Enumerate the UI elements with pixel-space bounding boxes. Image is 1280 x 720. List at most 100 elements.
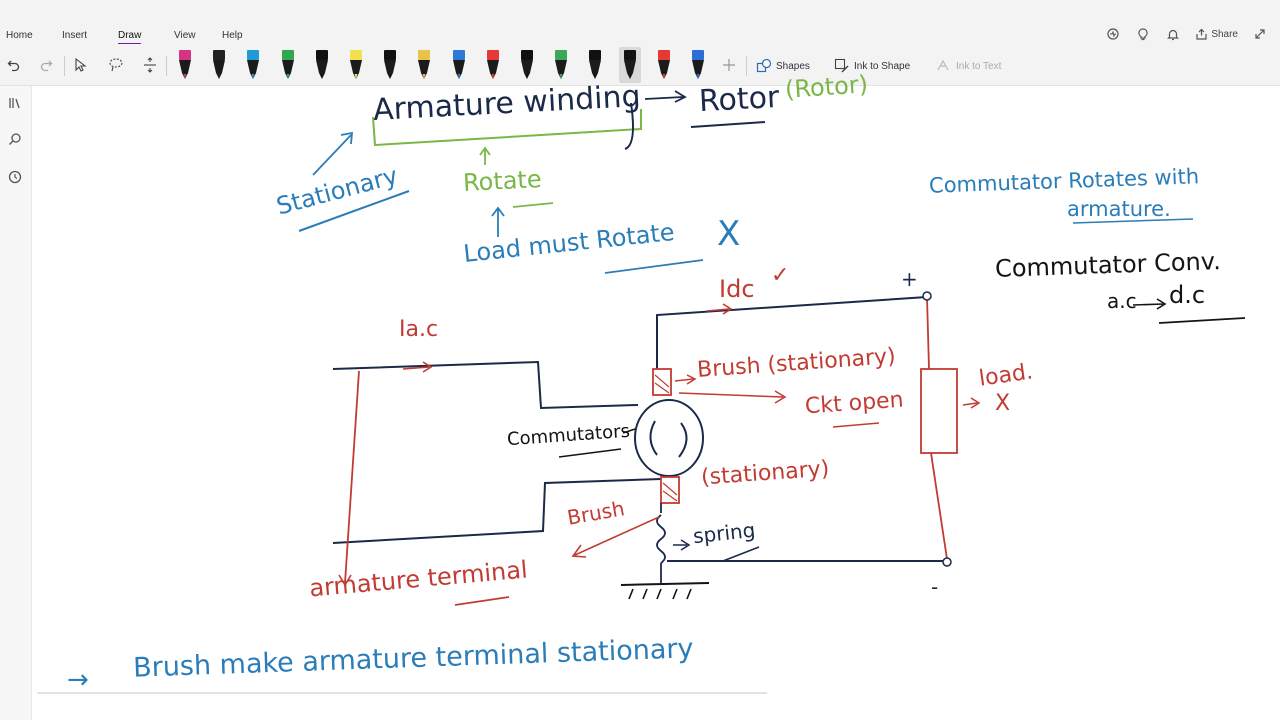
pen-icon [281, 50, 294, 79]
plus-icon [723, 59, 735, 71]
search-icon [9, 133, 21, 145]
ink-to-shape-icon [834, 58, 849, 73]
note-bottom-arrow: → [67, 665, 89, 695]
spring-coil [656, 514, 666, 564]
pen-icon [213, 50, 226, 79]
spring-underline [722, 546, 760, 562]
lightbulb-icon[interactable] [1135, 26, 1151, 42]
note-spring: spring [691, 517, 757, 549]
pen-10[interactable] [482, 47, 504, 83]
pen-8[interactable] [413, 47, 435, 83]
pen-icon [452, 50, 465, 79]
add-space-icon [144, 57, 156, 73]
pen-icon [657, 50, 670, 79]
lasso-select-button[interactable] [106, 54, 126, 76]
tab-help[interactable]: Help [222, 30, 243, 41]
pen-12[interactable] [550, 47, 572, 83]
black-underline-commutator [558, 448, 622, 458]
search-button[interactable] [4, 128, 26, 150]
tab-view[interactable]: View [174, 30, 196, 41]
shapes-button[interactable]: Shapes [756, 58, 810, 74]
black-arrow-acdc [1132, 298, 1167, 310]
pen-13[interactable] [584, 47, 606, 83]
ink-to-shape-button[interactable]: Ink to Shape [834, 58, 910, 74]
pen-16[interactable] [687, 47, 709, 83]
red-arrow-brush-bottom [571, 516, 660, 558]
brush-top [652, 368, 672, 396]
red-underline-terminal [454, 596, 510, 606]
redo-button[interactable] [36, 54, 56, 76]
red-underline-ckt [832, 422, 880, 428]
ink-to-shape-label: Ink to Shape [854, 60, 911, 72]
wire-top-left [332, 360, 639, 410]
undo-button[interactable] [4, 54, 24, 76]
blue-arrow-up [491, 206, 505, 237]
blue-underline-load [604, 259, 704, 274]
note-load-cross: X [995, 391, 1011, 416]
add-space-button[interactable] [140, 54, 160, 76]
terminal-minus [942, 557, 952, 567]
pen-15[interactable] [653, 47, 675, 83]
pen-1[interactable] [174, 47, 196, 83]
red-armature-line [344, 370, 360, 584]
note-plus: + [901, 267, 918, 291]
pen-icon [179, 50, 191, 79]
clock-icon [8, 170, 22, 184]
bell-icon[interactable] [1165, 26, 1181, 42]
tab-draw[interactable]: Draw [118, 30, 142, 45]
ink-to-text-button[interactable]: Ink to Text [936, 58, 1001, 74]
terminal-plus [922, 291, 932, 301]
note-canvas[interactable]: Armature winding Rotor (Rotor) Stationar… [33, 70, 1280, 720]
note-dc: d.c [1169, 281, 1206, 309]
pen-icon [315, 50, 328, 79]
pen-14[interactable] [618, 47, 641, 83]
tab-home[interactable]: Home [6, 30, 33, 41]
pen-2[interactable] [208, 47, 230, 83]
pen-icon [623, 50, 636, 79]
select-objects-button[interactable] [72, 54, 92, 76]
toolbar-separator [64, 56, 65, 76]
load-resistor [920, 368, 958, 454]
add-pen-button[interactable] [719, 54, 739, 76]
pen-icon [589, 50, 602, 79]
black-underline-dc [1158, 317, 1246, 324]
red-idc-arrow [706, 303, 733, 315]
commutator-inner [649, 420, 688, 458]
tab-insert[interactable]: Insert [62, 30, 88, 41]
pen-icon [350, 50, 362, 79]
note-commutator-conv: Commutator Conv. [994, 247, 1222, 283]
ink-to-text-icon [937, 59, 949, 71]
shapes-icon [756, 58, 772, 73]
green-bracket [372, 109, 642, 147]
green-arrow-up [479, 146, 491, 165]
share-button[interactable]: Share [1195, 28, 1238, 41]
pen-7[interactable] [379, 47, 401, 83]
pen-4[interactable] [277, 47, 299, 83]
note-rotor: Rotor [698, 79, 781, 120]
pen-5[interactable] [311, 47, 333, 83]
red-arrow-ckt [678, 390, 787, 404]
recent-button[interactable] [4, 166, 26, 188]
pen-3[interactable] [242, 47, 264, 83]
toolbar-separator [746, 56, 747, 76]
green-underline-rotate [512, 202, 554, 208]
pen-6[interactable] [345, 47, 367, 83]
activity-icon[interactable] [1105, 26, 1121, 42]
black-arrow-commutator [622, 428, 636, 434]
draw-toolbar: Shapes Ink to Shape Ink to Text [0, 44, 1280, 86]
shapes-label: Shapes [776, 60, 810, 72]
blue-arrow-stationary [312, 131, 354, 176]
note-rotate: Rotate [462, 164, 543, 198]
blue-underline-armature [1072, 218, 1194, 224]
brush-bottom [660, 476, 680, 504]
undo-icon [7, 60, 20, 72]
toolbar-separator [166, 56, 167, 76]
blue-underline-stationary [298, 190, 410, 232]
notebooks-button[interactable] [4, 92, 26, 114]
pen-icon [555, 50, 568, 79]
pen-9[interactable] [448, 47, 470, 83]
pen-icon [247, 50, 260, 79]
pen-11[interactable] [516, 47, 538, 83]
expand-icon[interactable] [1252, 26, 1268, 42]
navy-underline-rotor [690, 121, 766, 128]
